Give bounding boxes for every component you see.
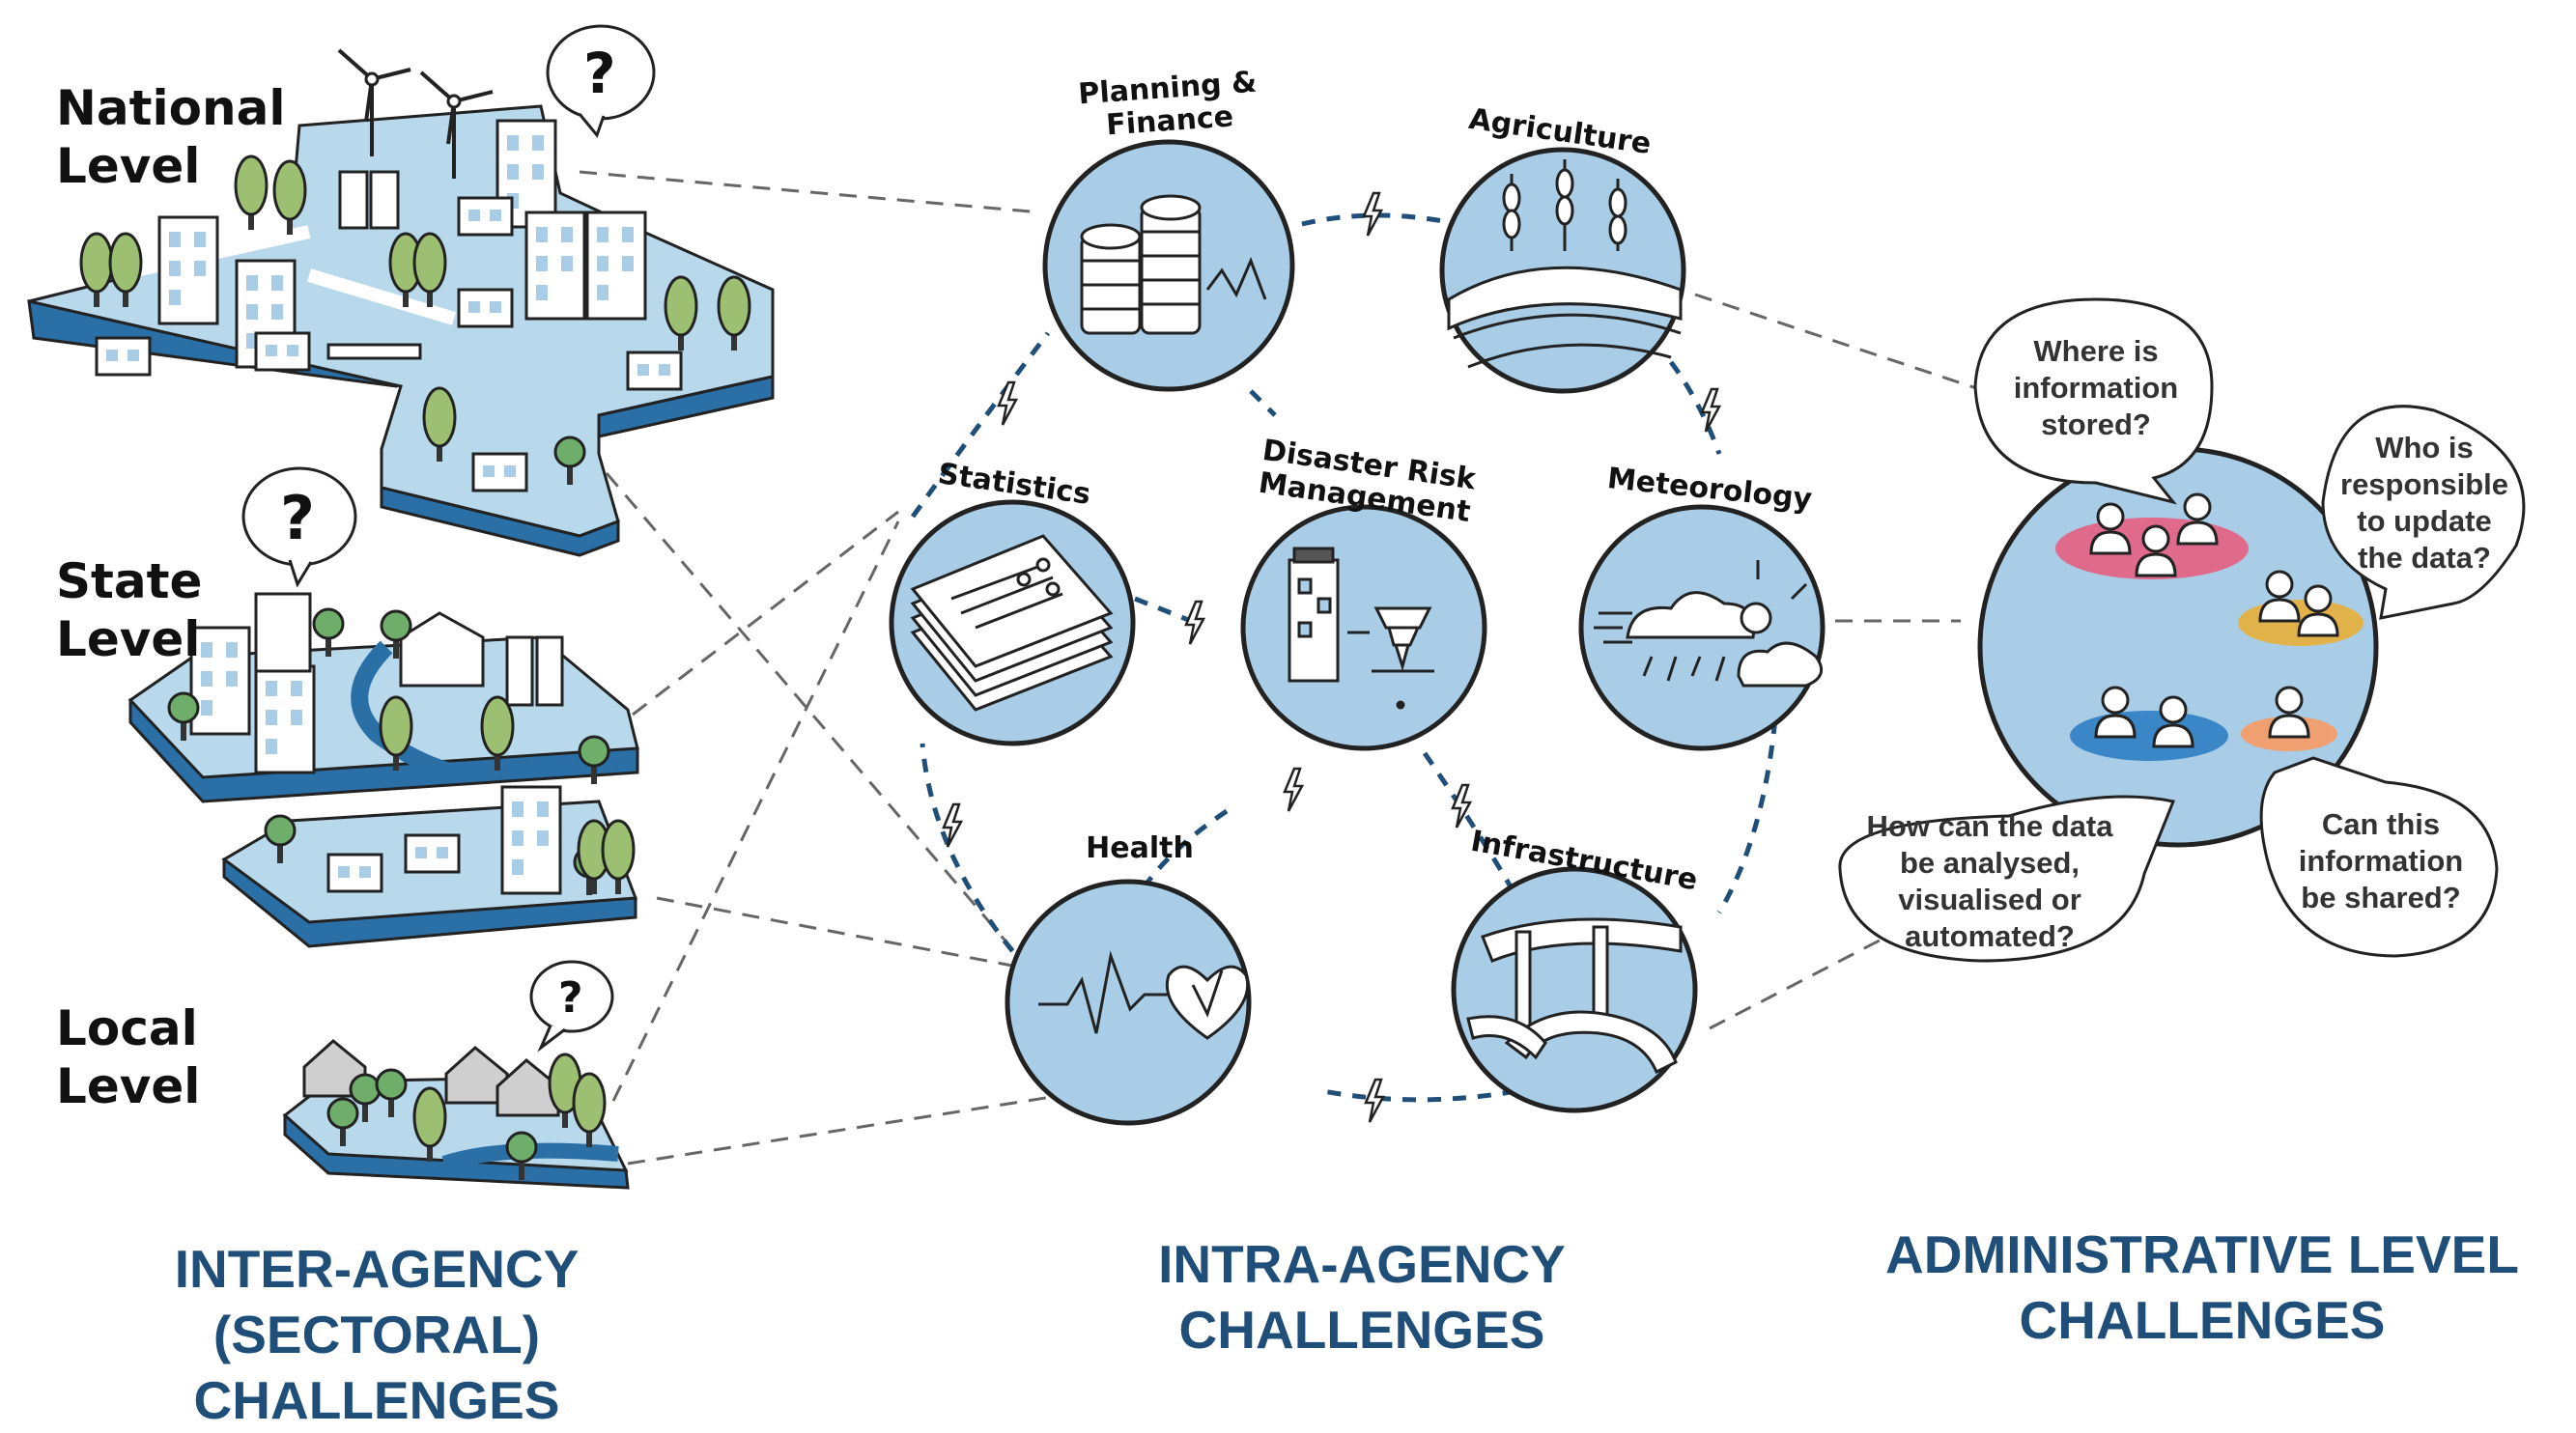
admin-level-footer: ADMINISTRATIVE LEVEL CHALLENGES	[1854, 1222, 2550, 1353]
inter-agency-connectors	[579, 170, 1986, 1166]
local-village-illustration	[282, 1039, 630, 1190]
sector-circles	[889, 139, 1826, 1126]
bridge-icon	[1466, 917, 1683, 1075]
can-shared-question: Can this information be shared?	[2275, 806, 2487, 916]
national-question-mark: ?	[583, 41, 616, 106]
health-title: Health	[1053, 832, 1227, 865]
question-line: responsible	[2340, 467, 2508, 501]
diagram-canvas	[27, 24, 2526, 1190]
state-city-illustration	[127, 592, 639, 948]
who-responsible-question: Who is responsible to update the data?	[2318, 430, 2531, 576]
question-line: stored?	[2041, 407, 2151, 441]
question-line: be analysed,	[1899, 846, 2081, 880]
title-line: Health	[1086, 831, 1194, 865]
question-line: Can this	[2321, 807, 2441, 841]
where-stored-question: Where is information stored?	[1980, 333, 2212, 443]
local-question-mark: ?	[558, 973, 583, 1023]
footer-line: CHALLENGES	[2019, 1290, 2386, 1350]
question-line: information	[2298, 844, 2464, 878]
level-label-line: State	[56, 553, 203, 609]
question-line: to update	[2357, 504, 2492, 538]
infrastructure-circle	[1451, 866, 1698, 1113]
footer-line: INTRA-AGENCY	[1158, 1234, 1566, 1294]
state-level-label: State Level	[56, 552, 202, 668]
diagram-stage	[27, 24, 2526, 1190]
how-analysed-question: How can the data be analysed, visualised…	[1845, 808, 2135, 955]
finance-chart-icon	[1205, 256, 1267, 300]
question-line: be shared?	[2301, 881, 2461, 914]
heart-monitor-icon	[1038, 950, 1250, 1040]
question-line: Where is	[2033, 334, 2159, 368]
city-question-bubbles	[241, 24, 656, 1053]
state-question-mark: ?	[280, 483, 315, 553]
question-line: automated?	[1905, 919, 2075, 953]
question-line: visualised or	[1898, 883, 2081, 916]
level-label-line: Level	[56, 1058, 201, 1114]
drm-circle	[1240, 504, 1487, 751]
level-label-line: National	[56, 80, 286, 136]
weather-icon	[1594, 560, 1824, 688]
question-line: the data?	[2358, 541, 2491, 575]
level-label-line: Local	[56, 1000, 198, 1056]
question-line: information	[2013, 371, 2179, 405]
footer-line: INTER-AGENCY	[174, 1239, 580, 1299]
tornado-building-icon	[1288, 547, 1434, 710]
admin-question-bubbles	[1838, 297, 2526, 963]
footer-line: ADMINISTRATIVE LEVEL	[1885, 1224, 2519, 1284]
national-city-illustration	[27, 48, 775, 557]
question-line: How can the data	[1866, 809, 2113, 843]
coins-icon	[1080, 194, 1202, 335]
stacked-reports-icon	[910, 534, 1114, 712]
level-label-line: Level	[56, 611, 201, 667]
inter-agency-footer: INTER-AGENCY (SECTORAL) CHALLENGES	[39, 1236, 715, 1433]
question-line: Who is	[2375, 431, 2474, 464]
footer-line: CHALLENGES	[1178, 1300, 1545, 1360]
admin-level-illustration	[1977, 446, 2379, 848]
local-level-label: Local Level	[56, 999, 200, 1115]
footer-line: (SECTORAL) CHALLENGES	[193, 1305, 560, 1430]
level-label-line: Level	[56, 138, 201, 194]
wheat-icon	[1447, 159, 1683, 369]
intra-agency-footer: INTRA-AGENCY CHALLENGES	[1072, 1231, 1652, 1363]
national-level-label: National Level	[56, 79, 285, 195]
